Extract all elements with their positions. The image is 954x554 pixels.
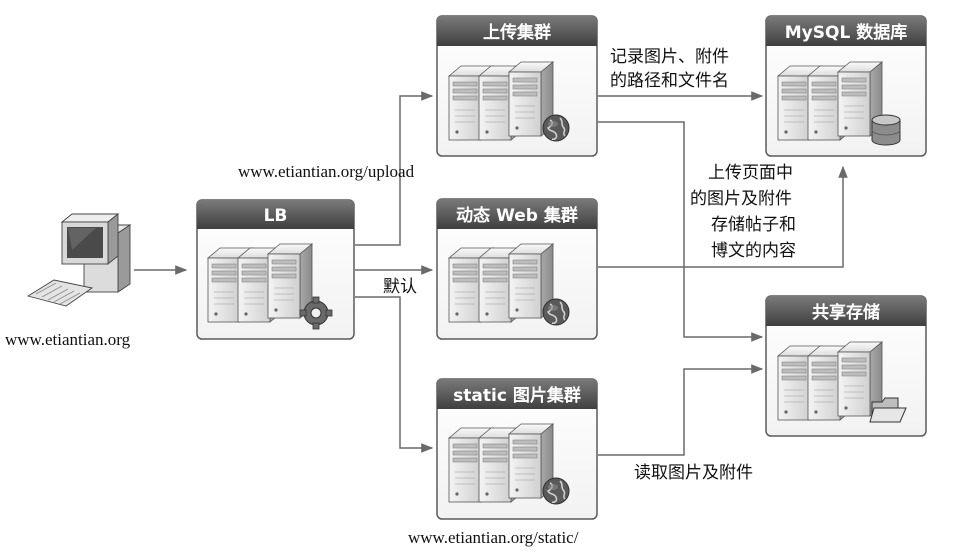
web-cluster-title: 动态 Web 集群 — [456, 205, 578, 226]
static-to-storage-arrow — [598, 364, 764, 456]
folder-icon — [869, 397, 907, 423]
gear-icon — [299, 296, 333, 330]
static-cluster-title: static 图片集群 — [453, 385, 581, 406]
globe-icon — [542, 477, 570, 505]
globe-icon — [542, 298, 570, 326]
default-route-label: 默认 — [383, 277, 417, 297]
client-url: www.etiantian.org — [5, 330, 131, 349]
desktop-computer-icon — [26, 213, 132, 307]
globe-icon — [542, 114, 570, 142]
database-icon — [871, 114, 901, 146]
lb-to-static-arrow — [355, 296, 434, 453]
web-note-line1: 上传页面中 — [708, 163, 793, 183]
web-note-line3: 存储帖子和 — [711, 215, 796, 235]
web-note-line2: 的图片及附件 — [690, 189, 792, 209]
upload-cluster-title: 上传集群 — [483, 22, 551, 43]
shared-storage-title: 共享存储 — [812, 302, 880, 323]
static-cluster-node: static 图片集群 — [436, 378, 598, 520]
connectors — [134, 91, 848, 456]
mysql-node: MySQL 数据库 — [765, 15, 927, 157]
upload-url: www.etiantian.org/upload — [238, 162, 415, 181]
upload-cluster-node: 上传集群 — [436, 15, 598, 157]
lb-to-upload-arrow — [355, 91, 434, 246]
shared-storage-node: 共享存储 — [765, 295, 927, 437]
mysql-note-line2: 的路径和文件名 — [610, 71, 729, 91]
mysql-title: MySQL 数据库 — [785, 22, 907, 43]
static-url: www.etiantian.org/static/ — [408, 528, 579, 547]
mysql-note-line1: 记录图片、附件 — [610, 47, 729, 67]
lb-node: LB — [196, 199, 355, 340]
lb-title: LB — [264, 206, 288, 226]
static-note: 读取图片及附件 — [634, 463, 753, 483]
web-note-line4: 博文的内容 — [711, 241, 796, 261]
web-cluster-node: 动态 Web 集群 — [436, 198, 598, 340]
web-to-mysql-arrow — [598, 165, 848, 268]
upload-to-storage-arrow — [598, 121, 764, 342]
client-computer: www.etiantian.org — [5, 213, 132, 349]
